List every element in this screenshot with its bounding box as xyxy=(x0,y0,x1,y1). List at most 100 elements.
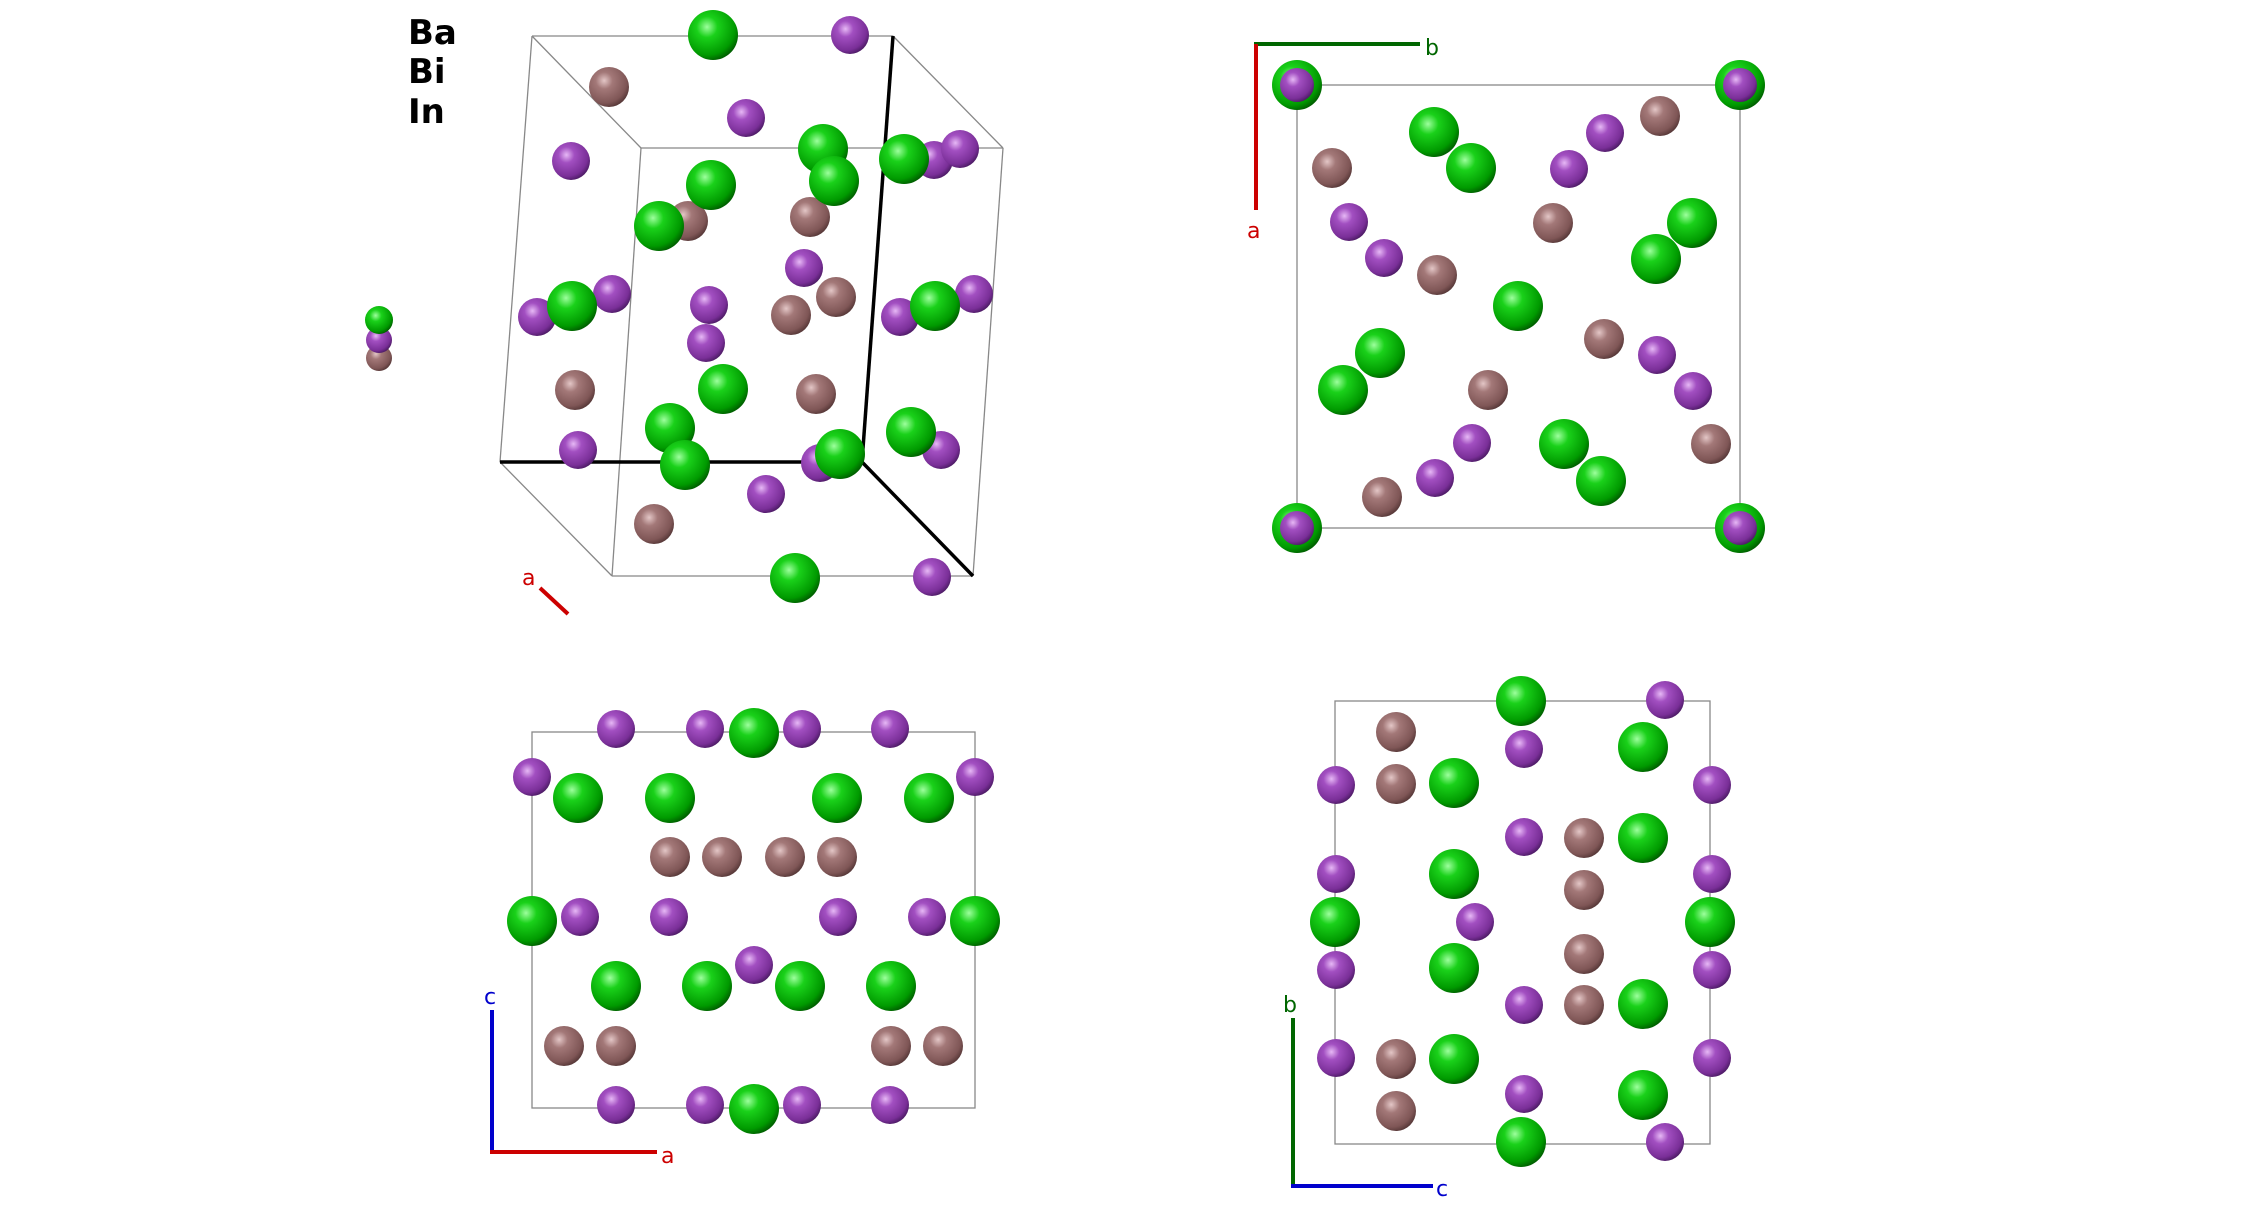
atom-bi xyxy=(1505,818,1543,856)
atom-ba xyxy=(775,961,825,1011)
atom-ba xyxy=(950,896,1000,946)
unit-cell-2d xyxy=(1296,84,1741,529)
view-top-right: b a xyxy=(1247,36,1765,553)
atom-in xyxy=(589,67,629,107)
atom-in xyxy=(790,197,830,237)
atom-ba xyxy=(809,156,859,206)
atom-bi xyxy=(783,1086,821,1124)
axis-b-label: b xyxy=(1283,993,1297,1018)
atom-bi xyxy=(1416,459,1454,497)
atoms-top-right xyxy=(1272,60,1765,553)
atom-in xyxy=(650,837,690,877)
atom-ba xyxy=(1618,1070,1668,1120)
atom-in xyxy=(771,295,811,335)
atom-bi xyxy=(552,142,590,180)
atom-ba xyxy=(1618,813,1668,863)
atom-ba xyxy=(1429,943,1479,993)
atom-bi xyxy=(687,324,725,362)
atom-bi xyxy=(593,275,631,313)
axis-indicator-3d: a xyxy=(522,566,570,616)
atom-ba xyxy=(547,281,597,331)
atom-bi xyxy=(1646,1123,1684,1161)
atom-bi xyxy=(1586,114,1624,152)
view-3d: a xyxy=(499,10,1004,616)
atom-ba xyxy=(1667,198,1717,248)
atom-in xyxy=(817,837,857,877)
atom-in xyxy=(1691,424,1731,464)
atom-in xyxy=(702,837,742,877)
atom-bi xyxy=(513,758,551,796)
atom-bi xyxy=(1723,511,1757,545)
atom-bi xyxy=(1505,986,1543,1024)
atom-ba xyxy=(634,201,684,251)
atom-ba xyxy=(688,10,738,60)
atom-bi xyxy=(913,558,951,596)
atom-in xyxy=(923,1026,963,1066)
atom-bi xyxy=(819,898,857,936)
atom-ba xyxy=(1409,107,1459,157)
atom-bi xyxy=(1505,730,1543,768)
legend-label-bi: Bi xyxy=(408,52,446,92)
atom-in xyxy=(1533,203,1573,243)
cell-edge xyxy=(499,461,613,577)
legend-label-in: In xyxy=(408,92,445,132)
atom-ba xyxy=(1493,281,1543,331)
atom-ba xyxy=(591,961,641,1011)
axis-b-label: b xyxy=(1425,36,1439,61)
atom-bi xyxy=(597,710,635,748)
atom-ba xyxy=(1539,419,1589,469)
atom-bi xyxy=(1674,372,1712,410)
atom-ba xyxy=(904,773,954,823)
atom-bi xyxy=(686,710,724,748)
atom-bi xyxy=(1330,203,1368,241)
atom-bi xyxy=(871,1086,909,1124)
atom-bi xyxy=(735,946,773,984)
atom-bi xyxy=(1317,766,1355,804)
atom-ba xyxy=(1685,897,1735,947)
atom-bi xyxy=(518,298,556,336)
view-bottom-left: c a xyxy=(484,708,1000,1169)
cell-edge xyxy=(531,35,642,149)
atom-ba xyxy=(682,961,732,1011)
atom-in xyxy=(555,370,595,410)
atom-in xyxy=(1376,1039,1416,1079)
atom-ba xyxy=(1429,849,1479,899)
atom-bi xyxy=(727,99,765,137)
legend-swatch-ba xyxy=(365,306,393,334)
axis-a-line xyxy=(538,586,570,616)
atom-bi xyxy=(1280,511,1314,545)
atom-bi xyxy=(1453,424,1491,462)
cell-edge xyxy=(892,35,1004,149)
atom-ba xyxy=(1429,1034,1479,1084)
axis-a-label: a xyxy=(1247,219,1260,244)
atom-bi xyxy=(785,249,823,287)
atom-in xyxy=(1564,985,1604,1025)
atom-in xyxy=(1417,255,1457,295)
atom-bi xyxy=(1280,68,1314,102)
axis-indicator-bottom-left: c a xyxy=(484,985,674,1169)
atom-bi xyxy=(871,710,909,748)
atom-in xyxy=(1564,934,1604,974)
atom-ba xyxy=(770,553,820,603)
atom-ba xyxy=(1631,234,1681,284)
atom-ba xyxy=(886,407,936,457)
atom-bi xyxy=(1723,68,1757,102)
atom-in xyxy=(1564,870,1604,910)
legend-label-ba: Ba xyxy=(408,13,457,53)
atom-bi xyxy=(690,286,728,324)
atom-in xyxy=(1564,818,1604,858)
element-legend: Ba Bi In xyxy=(408,13,457,132)
atom-in xyxy=(1468,370,1508,410)
atom-ba xyxy=(645,773,695,823)
atom-in xyxy=(1640,96,1680,136)
atoms-bottom-right xyxy=(1310,676,1735,1167)
axis-c-label: c xyxy=(484,985,496,1010)
atom-in xyxy=(596,1026,636,1066)
atom-ba xyxy=(553,773,603,823)
atom-in xyxy=(1376,764,1416,804)
atom-ba xyxy=(1496,676,1546,726)
cell-edge xyxy=(499,35,533,463)
atom-in xyxy=(796,374,836,414)
atom-ba xyxy=(1310,897,1360,947)
